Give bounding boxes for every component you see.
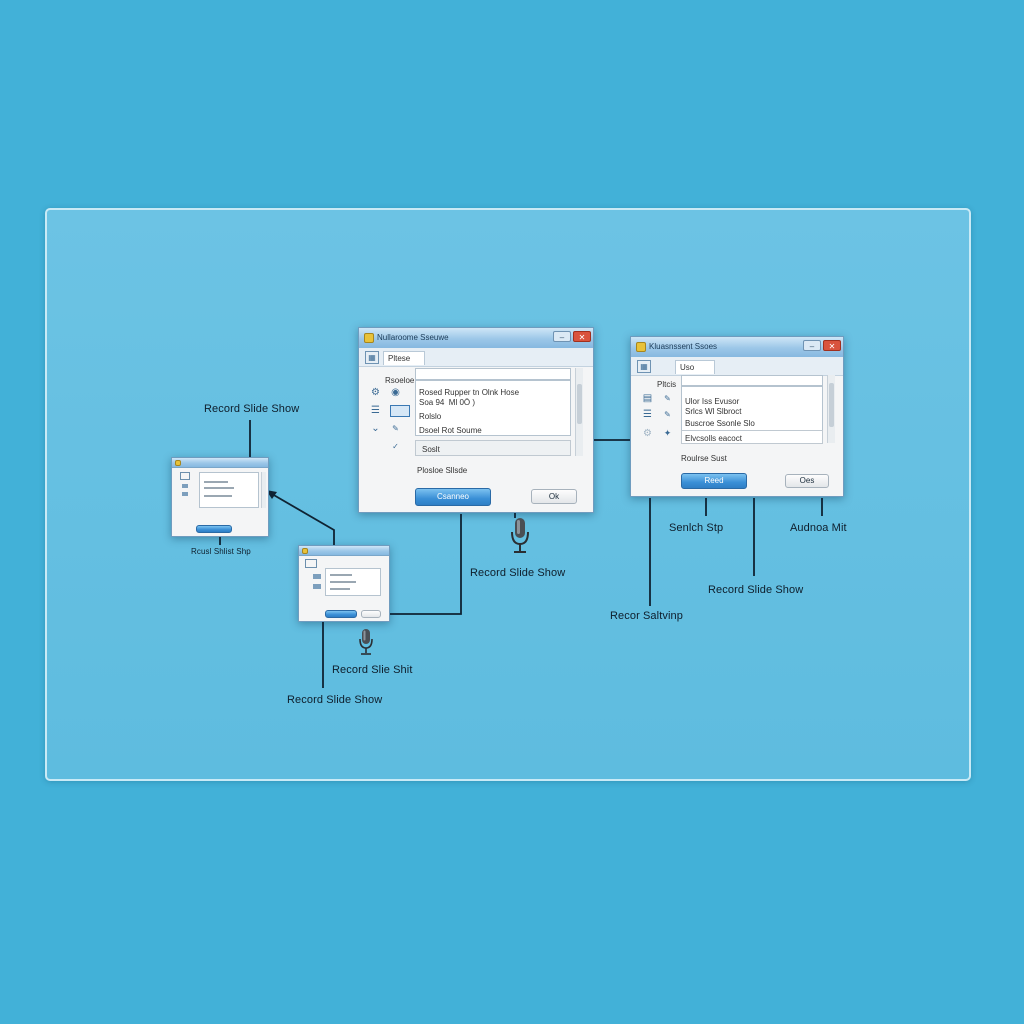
selected-tool-button[interactable] bbox=[390, 405, 410, 417]
mini-dialog-1 bbox=[171, 457, 269, 537]
close-icon: ✕ bbox=[828, 342, 836, 351]
settings-dialog-title: Kluasnssent Ssoes bbox=[649, 342, 718, 351]
label-recor-setting: Recor Saltvinp bbox=[610, 610, 683, 622]
status-text: Plosloe Sllsde bbox=[417, 466, 468, 475]
mini-scrollbar[interactable] bbox=[261, 472, 266, 508]
mini-dialog-2 bbox=[298, 545, 390, 622]
minimize-button[interactable]: – bbox=[553, 331, 571, 342]
mini-primary-button[interactable] bbox=[196, 525, 232, 533]
combo-value: Elvcsolls eacoct bbox=[685, 434, 742, 443]
microphone-icon bbox=[511, 518, 529, 553]
minimize-button[interactable]: – bbox=[803, 340, 821, 351]
label-record-slide-show-right: Record Slide Show bbox=[708, 584, 804, 596]
tab-uso[interactable]: Uso bbox=[675, 360, 715, 374]
ok-button[interactable]: Oes bbox=[785, 474, 829, 488]
list-item[interactable]: Rolslo bbox=[419, 412, 442, 421]
list-icon[interactable]: ☰ bbox=[643, 409, 652, 420]
gear-icon[interactable]: ⚙ bbox=[643, 428, 652, 439]
mini-list-2 bbox=[325, 568, 381, 596]
record-dialog: Nullaroome Sseuwe – ✕ ▦ Pltese Rsoeloe ⚙… bbox=[358, 327, 594, 513]
app-icon bbox=[636, 342, 646, 352]
app-icon bbox=[364, 333, 374, 343]
list-item[interactable]: Buscroe Ssonle Slo bbox=[685, 419, 755, 428]
close-button[interactable]: ✕ bbox=[573, 331, 591, 342]
minimize-icon: – bbox=[559, 333, 565, 342]
record-dialog-scrollbar[interactable] bbox=[575, 368, 583, 456]
primary-button[interactable]: Reed bbox=[681, 473, 747, 489]
mini-dialog-1-caption: Rcusl Shlist Shp bbox=[191, 547, 251, 556]
tab-pltese[interactable]: Pltese bbox=[383, 351, 425, 365]
list-icon[interactable]: ▤ bbox=[642, 393, 653, 404]
app-icon bbox=[175, 460, 181, 466]
grid-icon[interactable]: ▦ bbox=[365, 351, 379, 364]
settings-dialog-combo[interactable]: Elvcsolls eacoct bbox=[681, 430, 823, 444]
grid-icon[interactable]: ▦ bbox=[637, 360, 651, 373]
settings-dialog-header-field[interactable] bbox=[681, 375, 823, 386]
label-switch-step: Senlch Stp bbox=[669, 522, 724, 534]
close-button[interactable]: ✕ bbox=[823, 340, 841, 351]
list-item[interactable]: Rosed Rupper tn Olnk Hose bbox=[419, 388, 520, 397]
gear-icon[interactable]: ⚙ bbox=[371, 387, 380, 398]
mini-tool-icon bbox=[313, 574, 321, 579]
mini-dialog-2-titlebar bbox=[299, 546, 389, 556]
pen-icon[interactable]: ✎ bbox=[664, 394, 671, 403]
label-record-slide-show-bottom: Record Slide Show bbox=[287, 694, 383, 706]
settings-dialog-tabbar: ▦ Uso bbox=[631, 357, 843, 376]
check-icon[interactable]: ✓ bbox=[392, 442, 399, 451]
combo-value: Soslt bbox=[422, 445, 440, 454]
list-item[interactable]: Ulor Iss Evusor bbox=[685, 397, 740, 406]
record-dialog-tabbar: ▦ Pltese bbox=[359, 348, 593, 367]
list-item[interactable]: Dsoel Rot Soume bbox=[419, 426, 482, 435]
mini-list-1 bbox=[199, 472, 259, 508]
chevron-down-icon[interactable]: ⌄ bbox=[371, 423, 380, 434]
list-icon[interactable]: ☰ bbox=[371, 405, 380, 416]
primary-button[interactable]: Csanneo bbox=[415, 488, 491, 506]
record-dialog-title: Nullaroome Sseuwe bbox=[377, 333, 449, 342]
section-label: Rsoeloe bbox=[385, 376, 415, 385]
settings-dialog: Kluasnssent Ssoes – ✕ ▦ Uso Pltcis ▤ ✎ ☰… bbox=[630, 336, 844, 497]
record-dialog-combo[interactable]: Soslt bbox=[415, 440, 571, 456]
label-record-slide-show-mid: Record Slide Show bbox=[470, 567, 566, 579]
mini-tool-icon bbox=[182, 484, 188, 488]
record-dialog-header-field[interactable] bbox=[415, 368, 571, 380]
star-icon[interactable]: ✦ bbox=[663, 428, 672, 438]
app-icon bbox=[302, 548, 308, 554]
mini-dialog-1-titlebar bbox=[172, 458, 268, 468]
pen-icon[interactable]: ✎ bbox=[664, 410, 671, 419]
close-icon: ✕ bbox=[578, 333, 586, 342]
mini-secondary-button[interactable] bbox=[361, 610, 381, 618]
section-label: Pltcis bbox=[657, 380, 677, 389]
list-item[interactable]: Srlcs Wl Slbroct bbox=[685, 407, 742, 416]
record-dialog-titlebar: Nullaroome Sseuwe – ✕ bbox=[359, 328, 593, 349]
record-dialog-list[interactable]: Rosed Rupper tn Olnk Hose Soa 94 Ml 0Ö )… bbox=[415, 380, 571, 436]
label-audience: Audnoa Mit bbox=[790, 522, 847, 534]
mini-tool-icon bbox=[313, 584, 321, 589]
pen-icon[interactable]: ✎ bbox=[392, 424, 399, 433]
settings-dialog-scrollbar[interactable] bbox=[827, 375, 835, 443]
ok-button[interactable]: Ok bbox=[531, 489, 577, 504]
status-text: Roulrse Sust bbox=[681, 454, 727, 463]
minimize-icon: – bbox=[809, 342, 815, 351]
mini-primary-button[interactable] bbox=[325, 610, 357, 618]
connector-line bbox=[390, 514, 462, 615]
globe-icon[interactable]: ◉ bbox=[391, 387, 400, 398]
list-item[interactable]: Soa 94 Ml 0Ö ) bbox=[419, 398, 476, 407]
mini-grid-icon bbox=[180, 472, 190, 480]
connector-line bbox=[271, 493, 335, 545]
scrollbar-thumb[interactable] bbox=[829, 383, 834, 427]
scrollbar-thumb[interactable] bbox=[577, 384, 582, 424]
mini-grid-icon bbox=[305, 559, 317, 568]
label-record-slie-shit: Record Slie Shit bbox=[332, 664, 413, 676]
label-record-slide-show-top: Record Slide Show bbox=[204, 403, 300, 415]
settings-dialog-titlebar: Kluasnssent Ssoes – ✕ bbox=[631, 337, 843, 358]
mini-tool-icon bbox=[182, 492, 188, 496]
microphone-icon bbox=[359, 629, 373, 655]
